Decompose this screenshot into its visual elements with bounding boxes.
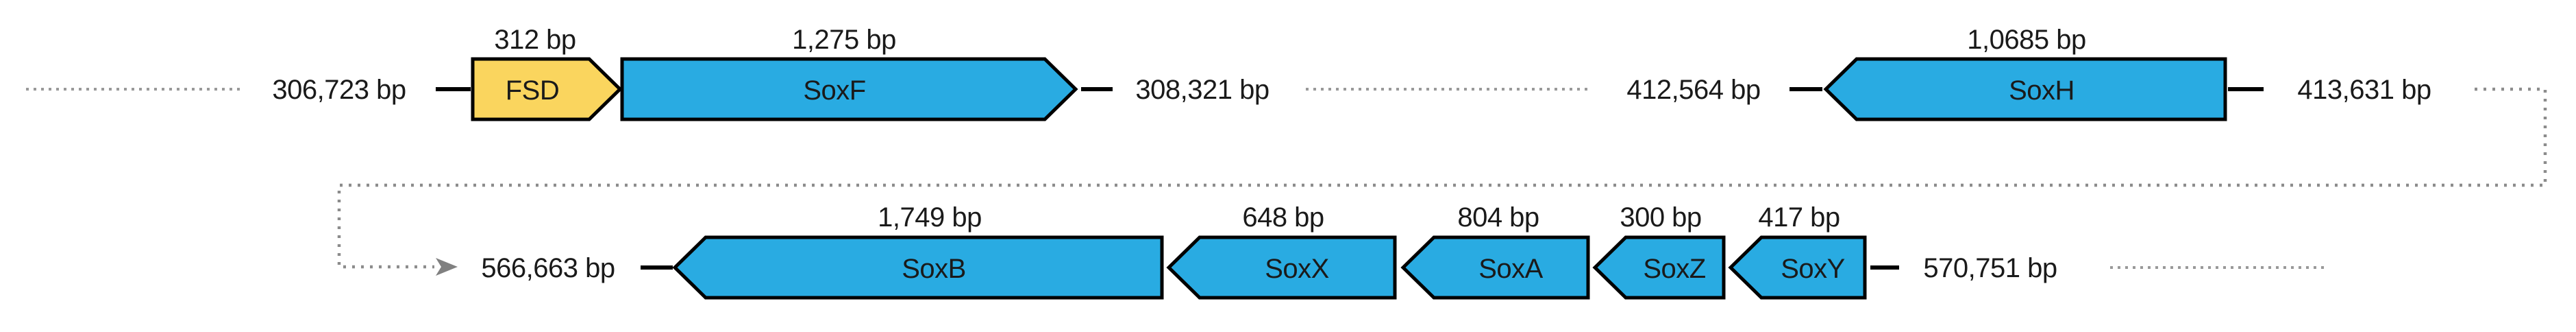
genomic-position-label: 308,321 bp [1135, 75, 1269, 105]
gene-arrow-soxx [1166, 235, 1397, 300]
genomic-position-label: 566,663 bp [481, 253, 615, 283]
region-soxh: 412,564 bp 1,0685 bp SoxH 413,631 bp [1626, 25, 2431, 121]
gene-name-label: SoxY [1781, 254, 1845, 284]
genomic-position-label: 570,751 bp [1923, 253, 2057, 283]
gene-size-label: 1,275 bp [792, 25, 896, 55]
gene-size-label: 1,0685 bp [1967, 25, 2085, 55]
gene-name-label: SoxX [1265, 254, 1329, 284]
gene-arrow-soxa [1400, 235, 1590, 300]
gene-arrow-soxh [1823, 57, 2227, 121]
continuation-connector [337, 87, 2547, 276]
gene-arrow-fsd [471, 57, 623, 121]
region-soxbxazy: 566,663 bp 1,749 bp SoxB 648 bp SoxX 804… [481, 202, 2326, 300]
gene-size-label: 312 bp [494, 25, 575, 55]
connector-arrowhead-icon [436, 258, 458, 276]
gene-size-label: 804 bp [1457, 202, 1539, 233]
gene-name-label: SoxB [902, 254, 966, 284]
region-fsd-soxf: 306,723 bp 312 bp FSD 1,275 bp SoxF 308,… [26, 25, 1270, 121]
gene-name-label: SoxA [1478, 254, 1543, 284]
gene-name-label: SoxZ [1643, 254, 1705, 284]
gene-name-label: SoxH [2009, 75, 2075, 106]
gene-size-label: 300 bp [1620, 202, 1701, 233]
gene-name-label: FSD [506, 75, 560, 106]
gene-arrow-soxf [620, 57, 1078, 121]
gene-name-label: SoxF [803, 75, 865, 106]
gene-size-label: 648 bp [1242, 202, 1324, 233]
genomic-position-label: 306,723 bp [272, 75, 406, 105]
genomic-position-label: 413,631 bp [2297, 75, 2431, 105]
gene-size-label: 1,749 bp [878, 202, 982, 233]
gene-size-label: 417 bp [1758, 202, 1840, 233]
genomic-position-label: 412,564 bp [1626, 75, 1760, 105]
gene-arrow-soxb [672, 235, 1164, 300]
gene-arrow-soxz [1592, 235, 1726, 300]
gene-arrow-soxy [1728, 235, 1867, 300]
